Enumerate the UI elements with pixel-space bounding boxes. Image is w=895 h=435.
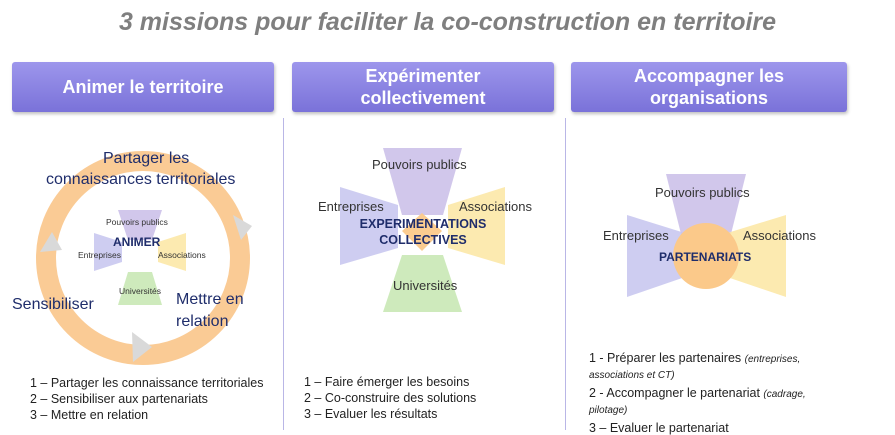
actor-shape-left-2 bbox=[340, 187, 398, 265]
actor-label-bottom-1: Universités bbox=[119, 286, 162, 296]
actor-shape-top-3 bbox=[666, 174, 746, 238]
actor-shape-left-1 bbox=[94, 233, 122, 271]
page-title: 3 missions pour faciliter la co-construc… bbox=[118, 8, 777, 36]
actor-shape-right-3 bbox=[724, 215, 786, 297]
mission-header-accompagner: Accompagner les organisations bbox=[571, 62, 847, 112]
list-item: 1 – Faire émerger les besoins bbox=[304, 375, 470, 389]
ring-arrow-right bbox=[233, 215, 252, 240]
actor-shape-top-1 bbox=[118, 210, 162, 240]
actor-label-left-1: Entreprises bbox=[78, 250, 121, 260]
mission-header-experimenter: Expérimenter collectivement bbox=[292, 62, 554, 112]
actor-shape-right-1 bbox=[158, 233, 186, 271]
ring-label-left: Sensibiliser bbox=[12, 296, 94, 313]
ring-arrow-bottom bbox=[132, 332, 152, 362]
center-circle-3 bbox=[673, 223, 739, 289]
list-item-detail: (cadrage, pilotage) bbox=[589, 389, 806, 416]
column-divider-2 bbox=[565, 118, 566, 430]
actor-label-right-1: Associations bbox=[158, 250, 206, 260]
center-diamond-2 bbox=[402, 213, 442, 251]
center-label-3: PARTENARIATS bbox=[659, 250, 752, 264]
actor-label-right-2: Associations bbox=[459, 199, 532, 214]
list-item: 2 – Sensibiliser aux partenariats bbox=[30, 392, 208, 406]
center-label-2: EXPERIMENTATIONS COLLECTIVES bbox=[359, 217, 487, 247]
ring-label-top-line1: Partager les bbox=[103, 150, 190, 167]
ring-label-right: Mettre en relation bbox=[176, 291, 244, 330]
actor-label-left-3: Entreprises bbox=[603, 228, 669, 243]
actor-shape-bottom-2 bbox=[383, 255, 462, 312]
actor-shape-bottom-1 bbox=[118, 272, 162, 305]
actor-label-right-3: Associations bbox=[743, 228, 816, 243]
ring-label-top: connaissances territoriales bbox=[46, 171, 236, 188]
list-item: 2 – Co-construire des solutions bbox=[304, 391, 477, 405]
mission-list-2: 1 – Faire émerger les besoins 2 – Co-con… bbox=[304, 374, 476, 422]
actor-label-top-1: Pouvoirs publics bbox=[106, 217, 168, 227]
actor-shape-right-2 bbox=[448, 187, 505, 265]
list-item: 1 - Préparer les partenaires (entreprise… bbox=[589, 351, 801, 381]
actor-label-left-2: Entreprises bbox=[318, 199, 384, 214]
list-item: 3 – Evaluer les résultats bbox=[304, 407, 438, 421]
mission-list-1: 1 – Partager les connaissance territoria… bbox=[30, 375, 263, 423]
list-item: 3 – Mettre en relation bbox=[30, 408, 149, 422]
column-divider-1 bbox=[283, 118, 284, 430]
list-item-detail: (entreprises, associations et CT) bbox=[589, 354, 801, 381]
actor-shape-top-2 bbox=[383, 148, 462, 215]
list-item: 3 – Evaluer le partenariat bbox=[589, 421, 729, 435]
actor-label-top-3: Pouvoirs publics bbox=[655, 185, 750, 200]
list-item: 1 – Partager les connaissance territoria… bbox=[30, 376, 264, 390]
mission-list-3: 1 - Préparer les partenaires (entreprise… bbox=[589, 351, 829, 435]
list-item: 2 - Accompagner le partenariat (cadrage,… bbox=[589, 386, 806, 416]
actor-label-top-2: Pouvoirs publics bbox=[372, 157, 467, 172]
cycle-ring bbox=[36, 151, 250, 365]
center-label-1: ANIMER bbox=[113, 235, 161, 249]
ring-arrow-left bbox=[40, 232, 62, 252]
mission-header-animer: Animer le territoire bbox=[12, 62, 274, 112]
actor-shape-left-3 bbox=[627, 215, 688, 297]
actor-label-bottom-2: Universités bbox=[393, 278, 458, 293]
